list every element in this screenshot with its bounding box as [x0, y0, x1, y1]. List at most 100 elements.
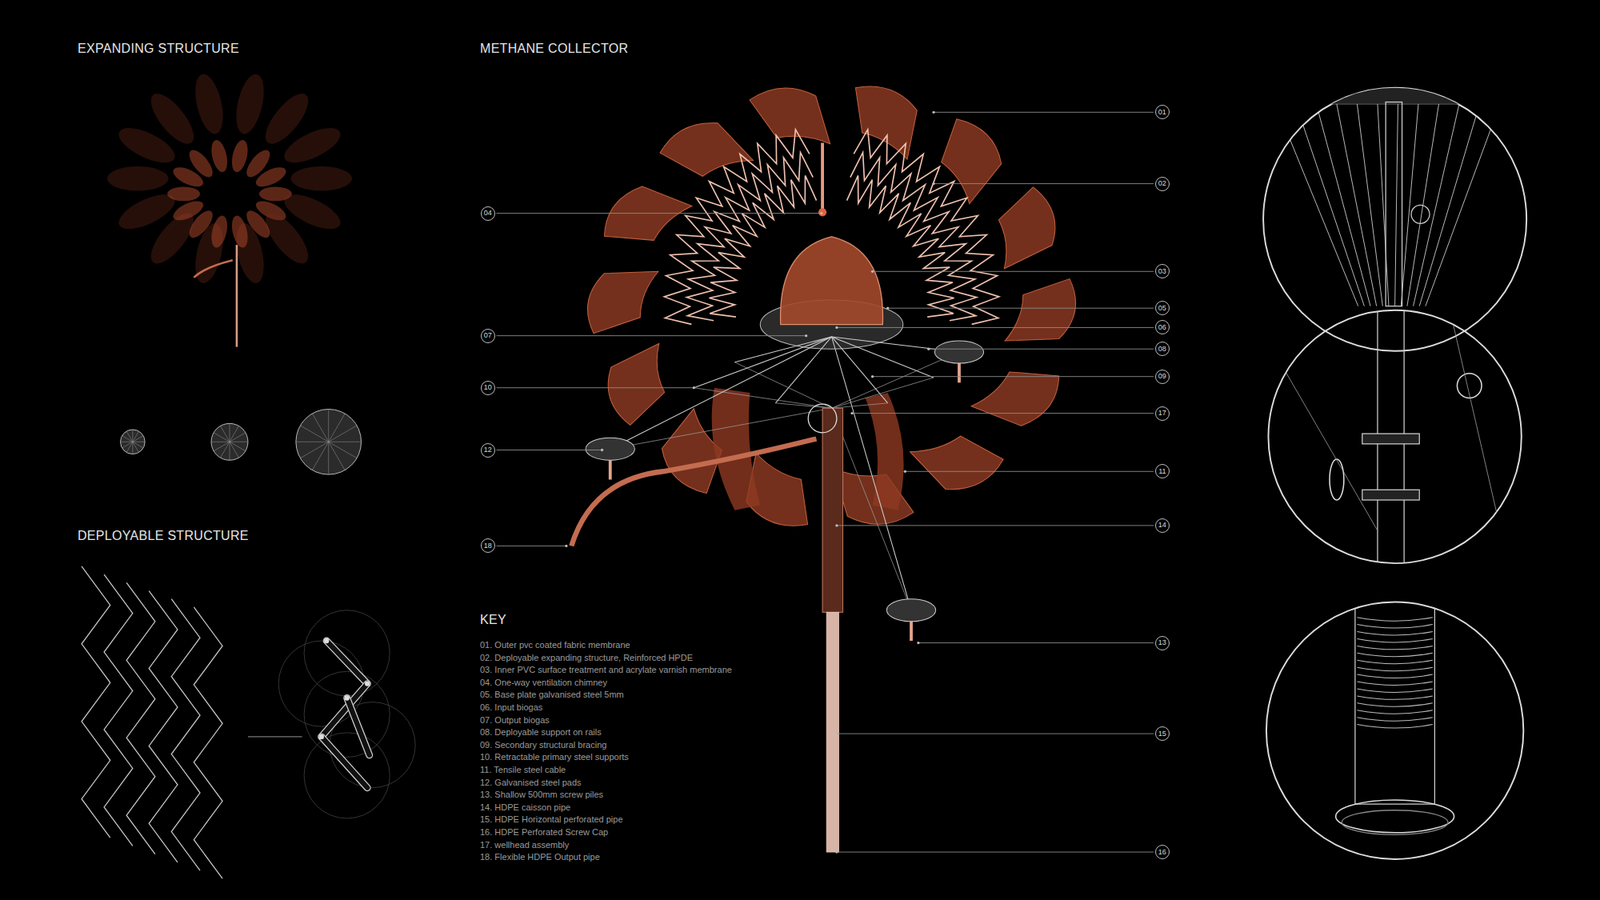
- detail-circle: [1266, 602, 1524, 860]
- detail-wellhead-mid: [1265, 306, 1511, 572]
- steel-pad: [886, 599, 936, 622]
- detail-cable: [1448, 306, 1511, 572]
- key-entry: 03. Inner PVC surface treatment and acry…: [480, 664, 732, 675]
- expanding-petal: [170, 196, 207, 224]
- expanding-petal: [190, 71, 228, 136]
- plan-icon-rib: [126, 431, 133, 442]
- section-heading: DEPLOYABLE STRUCTURE: [77, 528, 249, 544]
- steel-support: [775, 336, 832, 404]
- detail-cable: [1419, 104, 1480, 307]
- leader-dot: [871, 375, 874, 378]
- callout-number-text: 11: [1158, 468, 1166, 476]
- steel-support: [832, 336, 935, 378]
- callout-number-text: 17: [1158, 409, 1167, 417]
- callout-number: 08: [1155, 341, 1170, 356]
- plan-icon-rib: [120, 441, 133, 443]
- callout-number-text: 10: [484, 384, 492, 392]
- leader-dot: [820, 212, 823, 215]
- leader-line: [496, 387, 695, 388]
- caisson-pipe: [822, 408, 844, 612]
- membrane-petal: [749, 88, 830, 144]
- detail-leader: [248, 736, 303, 737]
- key-entry: 06. Input biogas: [480, 702, 543, 712]
- membrane-petal: [865, 392, 904, 511]
- leader-dot: [927, 348, 930, 351]
- leader-line: [496, 335, 807, 336]
- key-entry: 18. Flexible HDPE Output pipe: [480, 852, 600, 862]
- detail-cap: [1341, 810, 1448, 836]
- callout-number: 05: [1155, 300, 1170, 316]
- detail-cable: [1407, 104, 1440, 307]
- leader-line: [836, 327, 1154, 328]
- leader-line: [852, 412, 1154, 414]
- callout-number: 04: [480, 206, 496, 221]
- steel-support: [693, 336, 832, 388]
- callout-number-text: 18: [484, 542, 492, 550]
- leader-line: [836, 733, 1154, 735]
- detail-cable: [1377, 104, 1389, 307]
- callout-number-text: 05: [1158, 304, 1167, 312]
- callout-number: 15: [1155, 726, 1170, 741]
- detail-coil: [1356, 638, 1432, 642]
- callout-number-text: 06: [1158, 324, 1167, 332]
- detail-coil: [1356, 667, 1432, 671]
- section-heading: METHANE COLLECTOR: [480, 41, 628, 56]
- linkage-pin: [319, 734, 324, 740]
- detail-coil: [1356, 660, 1432, 664]
- leader-dot: [600, 448, 604, 452]
- plan-icon-rib: [229, 441, 246, 451]
- inner-membrane: [780, 236, 884, 325]
- expanding-petal: [229, 214, 251, 250]
- linkage-bar: [321, 736, 368, 788]
- detail-coil: [1356, 674, 1432, 678]
- leader-line: [496, 449, 603, 451]
- wellhead: [808, 404, 837, 433]
- expanding-petal: [208, 214, 230, 250]
- membrane-petal: [587, 271, 658, 333]
- plan-icon-rib: [328, 441, 329, 475]
- key-entry: 16. HDPE Perforated Screw Cap: [480, 827, 608, 837]
- perforated-pipe: [826, 612, 839, 852]
- detail-coil: [1356, 645, 1432, 649]
- expanding-petal: [107, 166, 169, 192]
- linkage-circle: [304, 671, 390, 757]
- expanding-petal: [208, 138, 230, 174]
- leader-dot: [871, 270, 874, 273]
- plan-icon-rib: [328, 441, 362, 443]
- leader-dot: [916, 641, 920, 644]
- callout-number: 03: [1155, 264, 1170, 279]
- plan-icon-rib: [328, 408, 329, 442]
- detail-cable: [1265, 336, 1378, 531]
- callout-number: 17: [1155, 406, 1170, 421]
- chimney-cap: [818, 208, 827, 216]
- leader-line: [496, 212, 822, 214]
- callout-number: 06: [1155, 320, 1170, 335]
- plan-icon-rib: [213, 432, 230, 442]
- key-heading: KEY: [480, 612, 507, 628]
- key-entry: 07. Output biogas: [480, 715, 550, 725]
- expanding-petal: [279, 120, 345, 170]
- expanding-petal: [167, 186, 200, 201]
- callout-number: 13: [1155, 636, 1170, 651]
- linkage-pin: [364, 680, 370, 686]
- detail-coil: [1356, 688, 1432, 692]
- plan-icon-rib: [122, 441, 133, 448]
- callout-number-text: 15: [1158, 730, 1167, 738]
- expanding-petal: [291, 166, 353, 192]
- leader-line: [836, 524, 1154, 526]
- key-entry: 17. wellhead assembly: [480, 840, 569, 850]
- leader-dot: [932, 182, 935, 185]
- callout-number: 16: [1155, 844, 1170, 860]
- key-entry: 01. Outer pvc coated fabric membrane: [480, 640, 631, 650]
- plan-icon-rib: [328, 425, 357, 442]
- steel-support: [832, 336, 912, 611]
- detail-coil: [1356, 710, 1432, 714]
- linkage-pin: [324, 638, 329, 644]
- detail-wellhead-top: [1265, 88, 1532, 307]
- callout-number-text: 01: [1158, 108, 1167, 116]
- plan-icon-rib: [132, 441, 140, 452]
- scissor-lattice: [81, 566, 111, 838]
- leader-dot: [692, 386, 696, 389]
- leader-line: [928, 348, 1154, 350]
- mini-pipe: [236, 244, 239, 348]
